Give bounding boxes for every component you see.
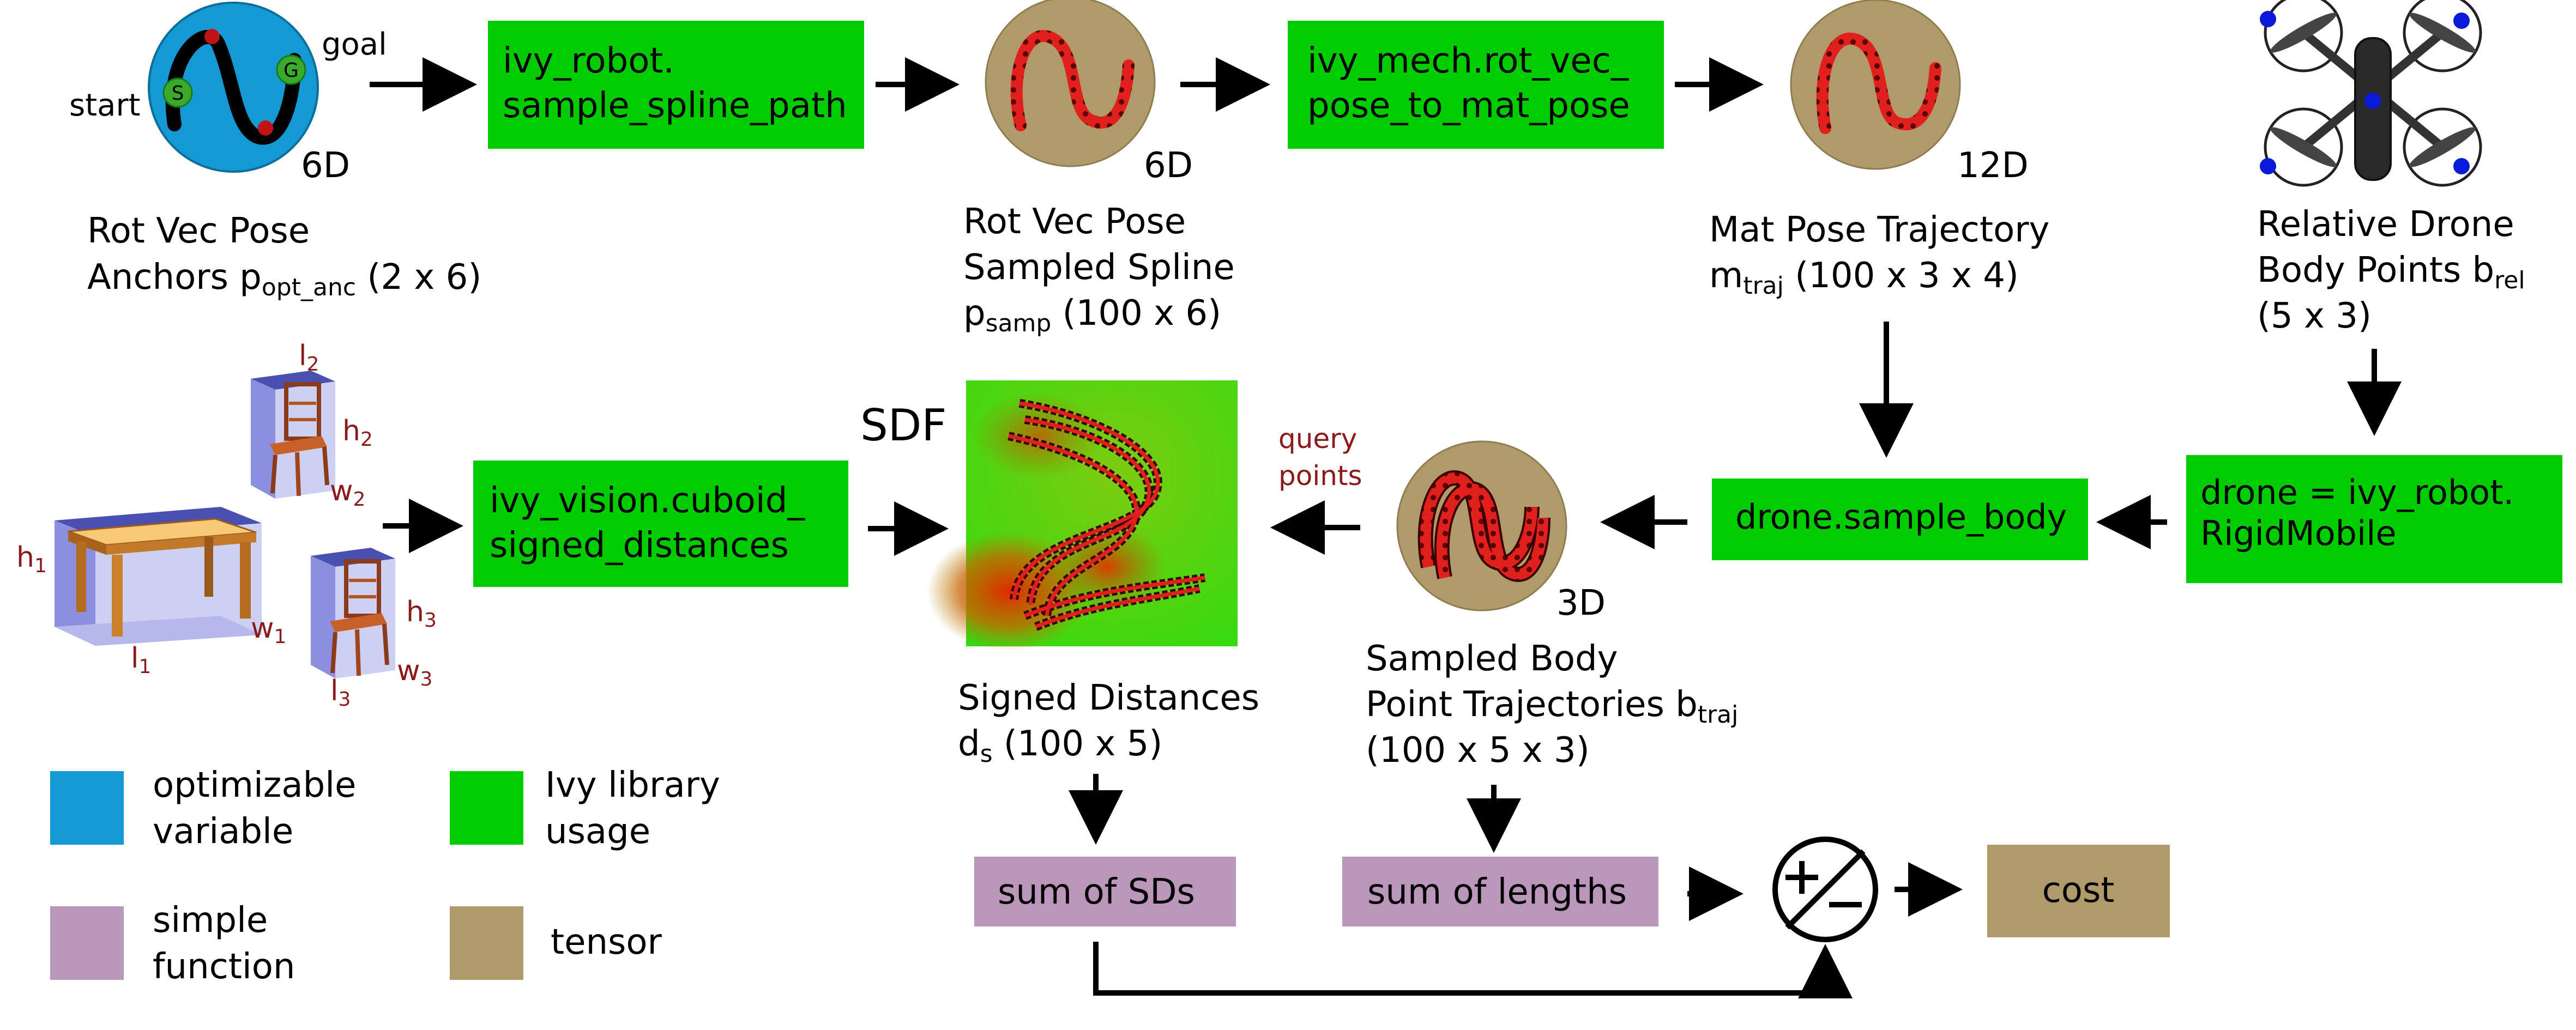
spline-caption-l2: Sampled Spline (963, 247, 1235, 288)
legend-simple-l2: function (153, 947, 295, 987)
traj-tensor (1790, 0, 1961, 170)
sum-sds-text: sum of SDs (998, 872, 1195, 912)
rotvec-line2: pose_to_mat_pose (1307, 86, 1630, 126)
drone-caption-l3: (5 x 3) (2257, 296, 2372, 336)
sample-spline-line1: ivy_robot. (503, 41, 674, 81)
start-label: start (69, 88, 140, 123)
goal-node-letter: G (283, 59, 299, 82)
anchors-tensor: S G (148, 2, 319, 173)
rotvec-box (1288, 21, 1664, 149)
traj-dim: 12D (1957, 146, 2029, 186)
sdf-image (927, 380, 1238, 651)
chair2-cuboid (251, 371, 335, 499)
anchors-dim: 6D (301, 146, 350, 186)
sample-body-text: drone.sample_body (1735, 497, 2067, 537)
legend-swatch-ivy (450, 771, 523, 845)
legend-swatch-opt (50, 771, 124, 845)
spline-dim: 6D (1144, 146, 1193, 186)
legend-ivy-l2: usage (545, 811, 650, 852)
sample-spline-box (488, 21, 864, 149)
anchors-caption-l1: Rot Vec Pose (87, 211, 310, 251)
drone-caption-l2: Body Points brel (2257, 250, 2525, 294)
start-node-letter: S (172, 82, 184, 105)
table-l: l1 (131, 642, 151, 678)
cuboid-box (473, 461, 848, 587)
drone-icon (2260, 0, 2482, 187)
rigid-line2: RigidMobile (2200, 513, 2397, 553)
spline-tensor (985, 0, 1156, 167)
body-dim: 3D (1557, 583, 1606, 623)
table-cuboid (55, 507, 262, 646)
legend-swatch-tensor (450, 906, 523, 980)
traj-caption-l1: Mat Pose Trajectory (1709, 210, 2049, 250)
sum-lengths-text: sum of lengths (1367, 872, 1627, 912)
legend-opt-l2: variable (153, 811, 293, 852)
legend-opt-l1: optimizable (153, 765, 356, 805)
sample-spline-line2: sample_spline_path (503, 86, 847, 126)
cost-text: cost (2042, 870, 2115, 911)
chair3-l: l3 (330, 675, 351, 711)
chair3-cuboid (311, 548, 395, 678)
cuboid-line1: ivy_vision.cuboid_ (490, 481, 805, 521)
query-label-l1: query (1278, 423, 1357, 455)
sample-body-box (1712, 478, 2088, 560)
chair3-w: w3 (397, 655, 432, 690)
chair2-w: w2 (330, 475, 365, 511)
body-tensor (1396, 440, 1567, 611)
body-caption-l1: Sampled Body (1366, 639, 1618, 679)
sd-caption-l1: Signed Distances (958, 678, 1259, 718)
sd-caption-l2: ds (100 x 5) (958, 724, 1162, 768)
rigid-mobile-box (2186, 455, 2562, 583)
plus-minus-icon (1772, 837, 1878, 942)
chair2-l: l2 (299, 340, 319, 375)
goal-label: goal (322, 27, 387, 62)
legend-simple-l1: simple (153, 900, 268, 941)
spline-caption-l3: psamp (100 x 6) (963, 293, 1221, 337)
anchors-caption-l2: Anchors popt_anc (2 x 6) (87, 257, 481, 301)
cost-box (1987, 845, 2170, 937)
sum-sds-box (974, 857, 1236, 926)
legend-swatch-simple (50, 906, 124, 980)
legend-ivy-l1: Ivy library (545, 765, 720, 805)
body-caption-l3: (100 x 5 x 3) (1366, 730, 1590, 771)
chair3-h: h3 (406, 596, 437, 632)
legend-tensor: tensor (551, 922, 662, 962)
drone-caption-l1: Relative Drone (2257, 204, 2514, 245)
table-h: h1 (16, 541, 47, 577)
traj-caption-l2: mtraj (100 x 3 x 4) (1709, 256, 2019, 300)
cuboid-line2: signed_distances (490, 525, 789, 566)
body-caption-l2: Point Trajectories btraj (1366, 684, 1738, 729)
query-label-l2: points (1278, 460, 1362, 492)
sum-lengths-box (1342, 857, 1658, 926)
chair2-h: h2 (342, 415, 373, 451)
sdf-label: SDF (860, 400, 946, 451)
spline-caption-l1: Rot Vec Pose (963, 202, 1186, 242)
rigid-line1: drone = ivy_robot. (2200, 472, 2514, 512)
table-w: w1 (251, 612, 286, 648)
arrow-sds-to-op (1093, 942, 1853, 998)
rotvec-line1: ivy_mech.rot_vec_ (1307, 41, 1629, 81)
